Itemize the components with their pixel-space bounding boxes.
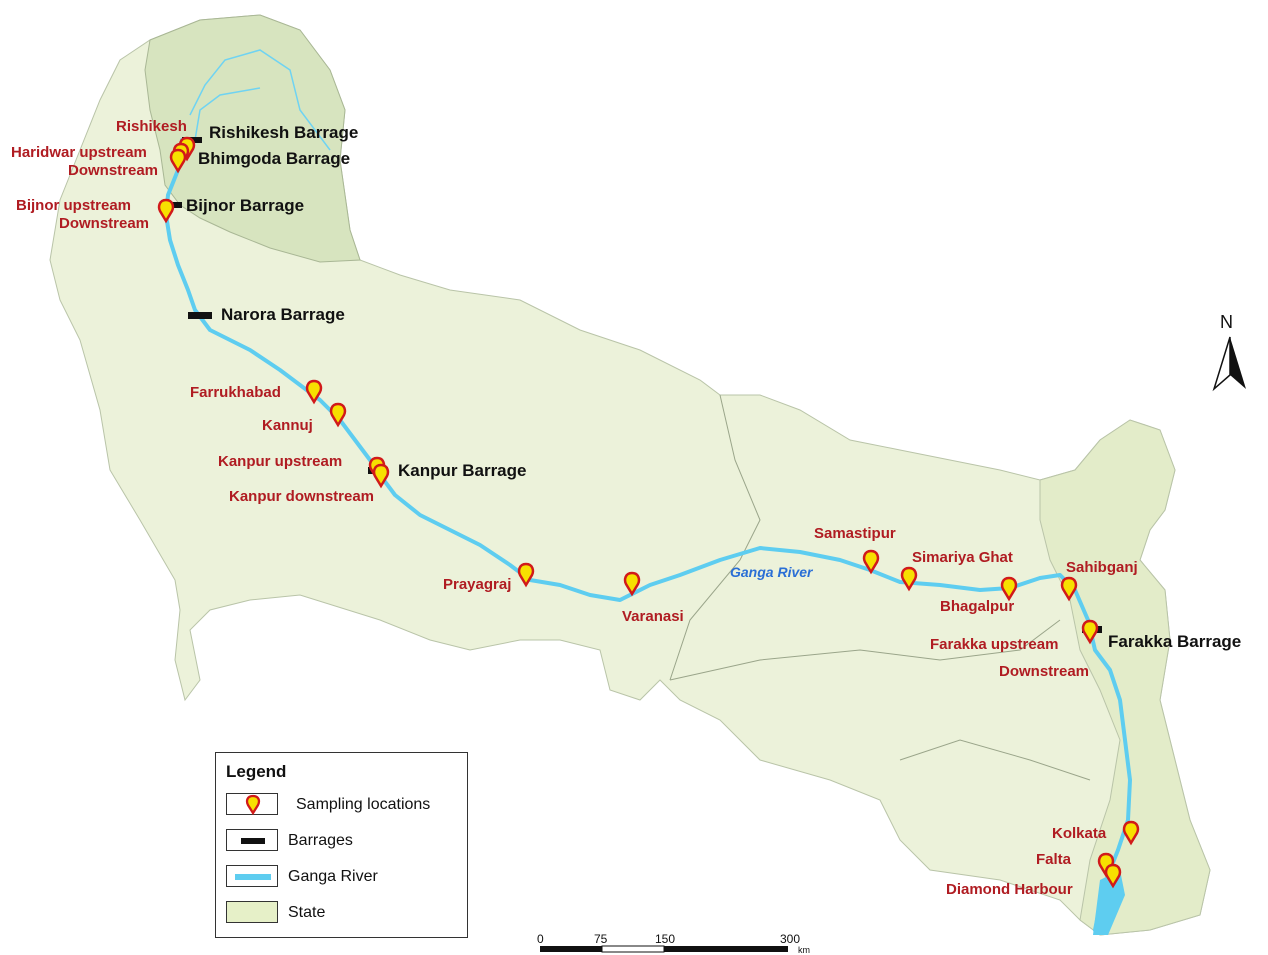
lower-state [1039, 419, 1211, 936]
scale-bar [540, 945, 788, 953]
north-arrow-icon [1212, 336, 1246, 392]
location-label: Simariya Ghat [912, 549, 1013, 566]
scale-tick-label: 300 [780, 932, 801, 946]
sampling-pin-icon [245, 794, 261, 816]
location-label: Kannuj [262, 417, 313, 434]
location-label: Downstream [59, 215, 150, 232]
barrage-label: Farakka Barrage [1108, 632, 1242, 651]
location-label: Varanasi [622, 608, 684, 625]
legend-label: Ganga River [288, 868, 378, 885]
location-label: Downstream [68, 162, 159, 179]
location-label: Bijnor upstream [16, 197, 132, 214]
location-label: Farrukhabad [190, 384, 281, 401]
legend-swatch [226, 865, 278, 887]
upland-state [144, 14, 361, 263]
tributary [189, 49, 331, 151]
scale-tick-label: 0 [537, 932, 544, 946]
barrage-label: Narora Barrage [221, 305, 345, 324]
barrage-label: Rishikesh Barrage [209, 123, 359, 142]
legend-item-river: Ganga River [226, 865, 466, 889]
barrage-label: Kanpur Barrage [398, 461, 527, 480]
location-label: Diamond Harbour [946, 881, 1073, 898]
location-label: Bhagalpur [940, 598, 1015, 615]
legend-item-state: State [226, 901, 466, 925]
estuary [1093, 870, 1125, 935]
legend-title: Legend [226, 762, 287, 781]
location-label: Rishikesh [116, 118, 187, 135]
location-label: Sahibganj [1066, 559, 1138, 576]
location-label: Prayagraj [443, 576, 512, 593]
legend-swatch [226, 829, 278, 851]
barrage-icon [241, 838, 265, 844]
state-boundary [669, 394, 761, 681]
north-label: N [1220, 312, 1233, 332]
ganga-river [164, 138, 1132, 932]
location-label: Falta [1036, 851, 1072, 868]
legend-item-barrages: Barrages [226, 829, 466, 853]
state-boundary [669, 619, 1061, 681]
legend-swatch [226, 793, 278, 816]
barrage-label: Bijnor Barrage [186, 196, 305, 215]
state-boundary [899, 739, 1091, 781]
river-line-icon [235, 874, 271, 880]
legend-label: State [288, 904, 326, 921]
barrage-icon [188, 312, 212, 319]
location-label: Kanpur downstream [229, 488, 375, 505]
location-label: Downstream [999, 663, 1090, 680]
scale-unit-label: km [798, 945, 810, 955]
scale-tick-label: 150 [655, 932, 676, 946]
river-label: Ganga River [730, 564, 813, 580]
tributary [194, 87, 261, 141]
state-fill-icon [226, 901, 278, 923]
barrage-label: Bhimgoda Barrage [198, 149, 351, 168]
location-label: Kanpur upstream [218, 453, 343, 470]
location-label: Haridwar upstream [11, 144, 147, 161]
scale-tick-label: 75 [594, 932, 608, 946]
location-label: Samastipur [814, 525, 896, 542]
barrage-icon [168, 202, 182, 208]
legend-label: Sampling locations [296, 796, 431, 813]
legend-item-sampling: Sampling locations [226, 793, 466, 817]
legend-box: Legend Sampling locations Barrages Ganga… [215, 752, 468, 938]
location-label: Kolkata [1052, 825, 1107, 842]
location-label: Farakka upstream [930, 636, 1059, 653]
legend-label: Barrages [288, 832, 353, 849]
